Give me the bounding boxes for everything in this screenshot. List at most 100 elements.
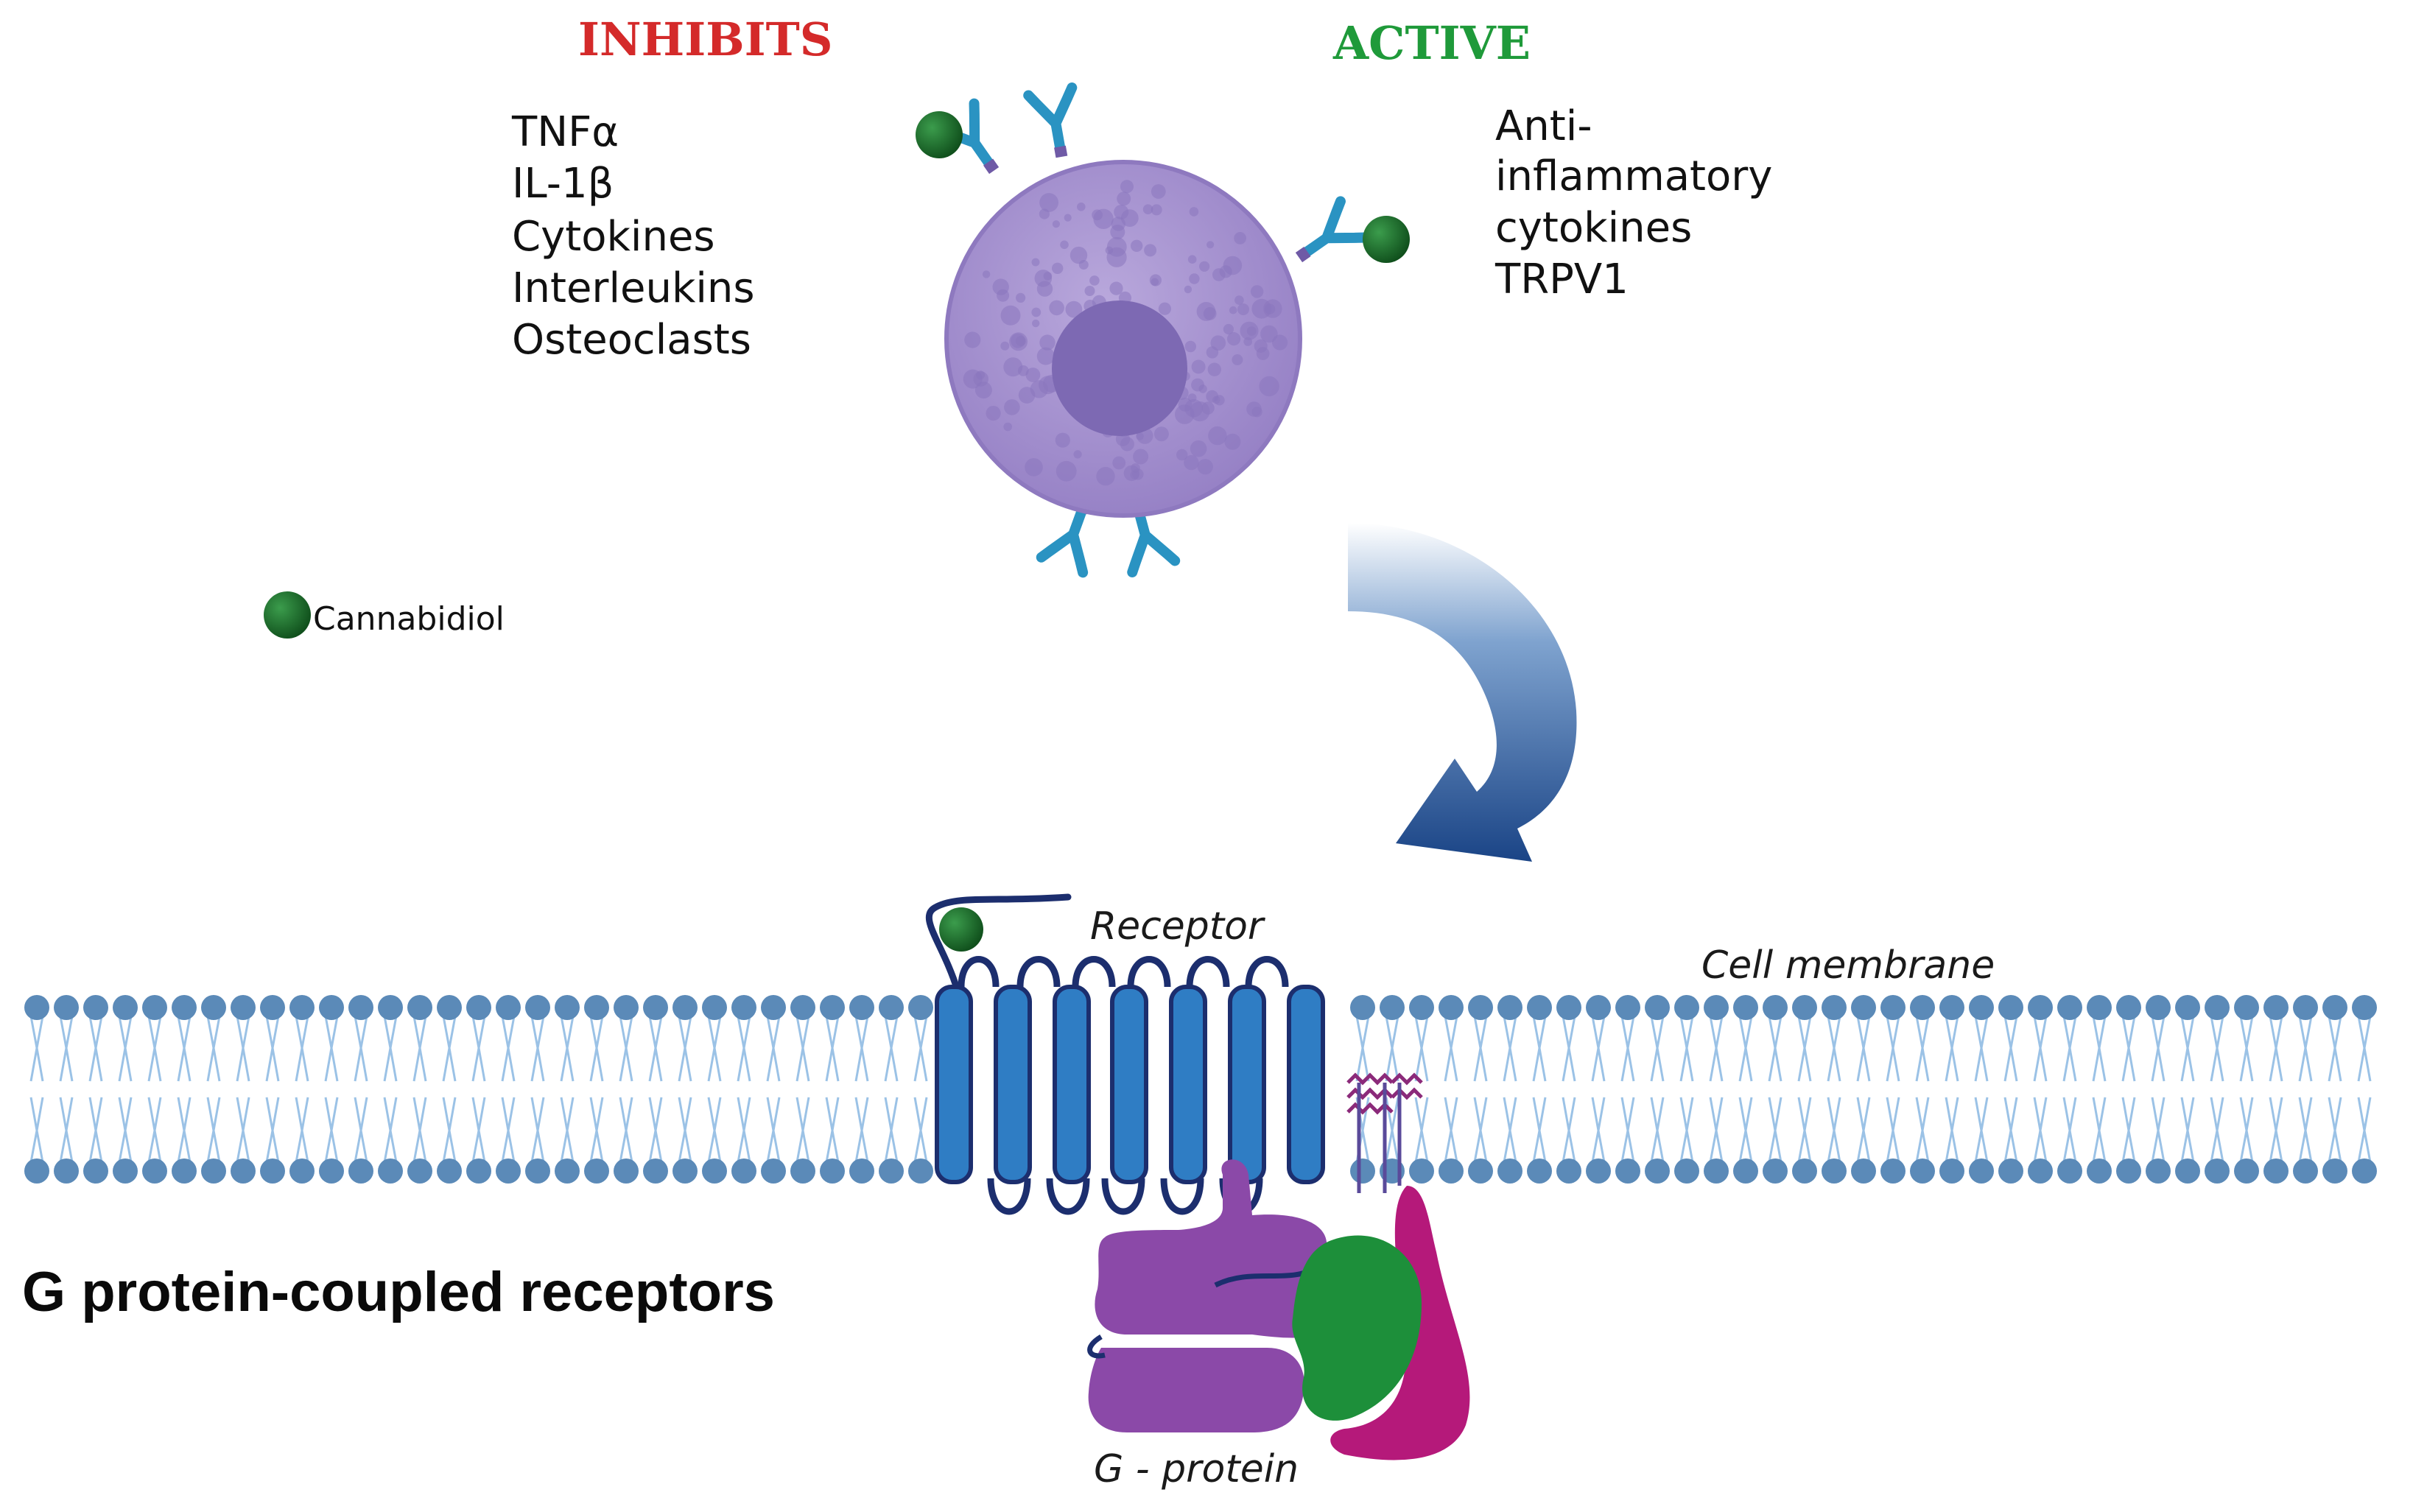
- lipid-head: [1674, 995, 1699, 1020]
- legend: Cannabidiol: [264, 591, 505, 639]
- lipid-head: [1497, 1158, 1522, 1184]
- lipid-head: [1556, 1158, 1581, 1184]
- lipid-head: [113, 995, 138, 1020]
- immune-cell: [916, 88, 1410, 572]
- cannabidiol-legend-icon: [264, 591, 311, 639]
- lipid-head: [849, 995, 874, 1020]
- lipid-tail: [412, 1016, 427, 1163]
- g-protein-gamma-subunit: [1330, 1186, 1470, 1460]
- lipid-head: [1556, 995, 1581, 1020]
- lipid-head: [201, 995, 226, 1020]
- g-protein-label: G - protein: [1094, 1447, 1299, 1491]
- cell-granule: [1265, 303, 1276, 314]
- inhibits-item: IL-1β: [512, 160, 614, 208]
- cell-granule: [1256, 347, 1270, 360]
- cell-granule: [1199, 261, 1210, 272]
- lipid-head: [1939, 1158, 1964, 1184]
- cell-granule: [1004, 399, 1020, 415]
- receptor-label: Receptor: [1090, 904, 1266, 949]
- cell-granule: [1073, 450, 1082, 459]
- lipid-head: [1468, 995, 1493, 1020]
- cell-granule: [1176, 449, 1188, 461]
- lipid-head: [1380, 995, 1405, 1020]
- cell-granule: [1184, 454, 1199, 471]
- lipid-head: [1763, 1158, 1788, 1184]
- lipid-tail: [737, 1016, 751, 1163]
- lipid-tail: [854, 1016, 869, 1163]
- lipid-tail: [2092, 1016, 2107, 1163]
- lipid-head: [731, 1158, 756, 1184]
- lipid-head: [407, 1158, 432, 1184]
- lipid-tail: [1915, 1016, 1930, 1163]
- lipid-tail: [354, 1016, 368, 1163]
- lipid-head: [731, 995, 756, 1020]
- lipid-head: [1586, 1158, 1611, 1184]
- lipid-head: [879, 995, 904, 1020]
- cell-granule: [1212, 395, 1220, 404]
- lipid-head: [2322, 995, 2347, 1020]
- lipid-tail: [265, 1016, 280, 1163]
- lipid-tail: [560, 1016, 575, 1163]
- cell-granule: [1153, 426, 1169, 442]
- lipid-head: [348, 995, 373, 1020]
- lipid-tail: [88, 1016, 103, 1163]
- lipid-tail: [324, 1016, 339, 1163]
- lipid-tail: [471, 1016, 486, 1163]
- cell-granule: [1120, 180, 1134, 194]
- lipid-tail: [1797, 1016, 1812, 1163]
- lipid-tail: [501, 1016, 516, 1163]
- lipid-head: [2057, 995, 2082, 1020]
- lipid-head: [319, 995, 344, 1020]
- lipid-tail: [766, 1016, 781, 1163]
- cell-nucleus: [1052, 300, 1187, 436]
- lipid-tail: [530, 1016, 545, 1163]
- inhibits-item: Cytokines: [512, 213, 715, 261]
- cell-granule: [1003, 357, 1023, 377]
- lipid-head: [1439, 995, 1464, 1020]
- lipid-head: [584, 1158, 609, 1184]
- cell-granule: [1055, 432, 1070, 448]
- active-item: inflammatory: [1495, 152, 1772, 200]
- lipid-head: [908, 995, 933, 1020]
- inhibits-heading: INHIBITS: [578, 13, 833, 66]
- cell-granule: [1250, 285, 1264, 298]
- lipid-tail: [678, 1016, 692, 1163]
- cell-granule: [992, 278, 1009, 295]
- lipid-head: [113, 1158, 138, 1184]
- cell-granule: [1039, 334, 1056, 351]
- lipid-head: [2116, 995, 2141, 1020]
- lipid-tail: [1768, 1016, 1782, 1163]
- lipid-tail: [1679, 1016, 1694, 1163]
- cannabidiol-legend-label: Cannabidiol: [313, 600, 505, 638]
- cell-granule: [1031, 258, 1040, 267]
- cell-granule: [1189, 273, 1200, 284]
- cell-granule: [1234, 232, 1246, 245]
- cell-granule: [1117, 191, 1131, 206]
- cell-granule: [1251, 298, 1272, 319]
- lipid-tail: [1974, 1016, 1989, 1163]
- cell-granule: [1060, 240, 1069, 250]
- cell-granule: [1030, 380, 1048, 398]
- lipid-head: [2146, 995, 2171, 1020]
- cell-granule: [1223, 323, 1234, 335]
- lipid-head: [2352, 995, 2377, 1020]
- cell-granule: [1197, 459, 1213, 475]
- lipid-head: [879, 1158, 904, 1184]
- lipid-head: [1409, 1158, 1434, 1184]
- lipid-head: [201, 1158, 226, 1184]
- lipid-head: [2205, 1158, 2230, 1184]
- lipid-head: [348, 1158, 373, 1184]
- cell-granule: [1089, 275, 1100, 286]
- lipid-tail: [2298, 1016, 2313, 1163]
- lipid-head: [142, 1158, 167, 1184]
- lipid-head: [1704, 1158, 1729, 1184]
- lipid-head: [1733, 995, 1758, 1020]
- lipid-tail: [2151, 1016, 2166, 1163]
- lipid-head: [2293, 1158, 2318, 1184]
- lipid-head: [2234, 995, 2259, 1020]
- lipid-tail: [1886, 1016, 1900, 1163]
- lipid-head: [378, 1158, 403, 1184]
- active-item: cytokines: [1495, 204, 1692, 252]
- lipid-head: [1350, 995, 1375, 1020]
- cell-granule: [982, 270, 991, 278]
